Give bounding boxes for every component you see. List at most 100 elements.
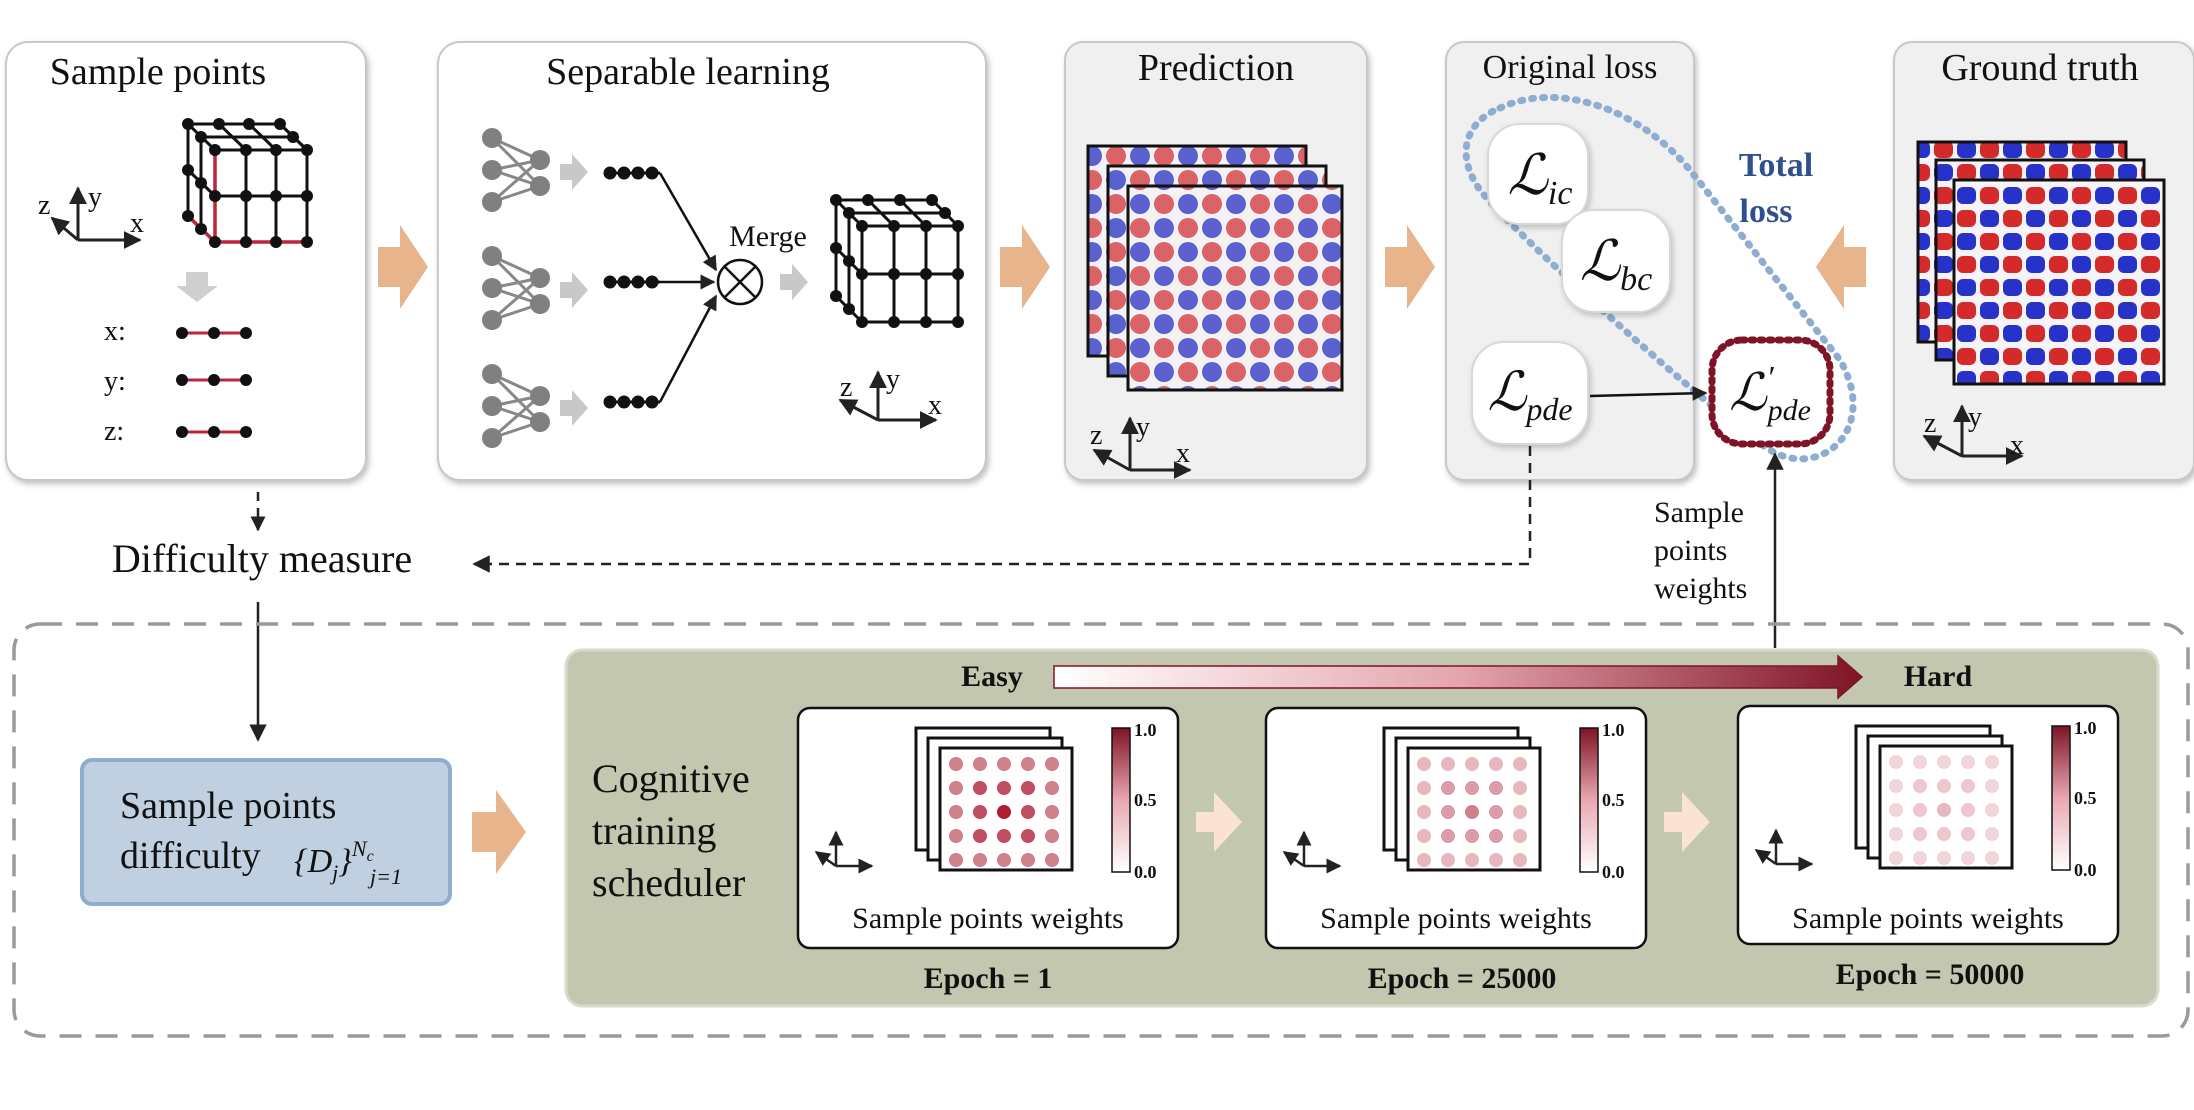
colorbar-tick-max: 1.0 [1134, 720, 1157, 740]
weight-dot [1417, 853, 1431, 867]
colorbar-tick-min: 0.0 [1134, 862, 1157, 882]
weight-dot [1045, 853, 1059, 867]
difficulty-box-line1: Sample points [120, 785, 336, 827]
weight-dot [1441, 853, 1455, 867]
weight-dot [1045, 829, 1059, 843]
sample-points-title: Sample points [50, 51, 266, 93]
weight-dot [1417, 781, 1431, 795]
weights-dot-grid [1889, 755, 1999, 865]
flow-arrow-3 [1385, 225, 1435, 309]
epoch-transition-arrow-2 [1664, 792, 1710, 852]
weight-dot [1465, 757, 1479, 771]
merge-connectors [658, 172, 718, 403]
colorbar-tick-max: 1.0 [1602, 720, 1625, 740]
flow-arrow-1 [378, 225, 428, 309]
row-label-y: y: [104, 366, 126, 397]
colorbar-tick-min: 0.0 [1602, 862, 1625, 882]
weight-dot [1465, 829, 1479, 843]
merge-operator-icon [716, 258, 764, 306]
weight-dot [1441, 805, 1455, 819]
colorbar [2051, 725, 2071, 871]
weight-dot [997, 805, 1011, 819]
weights-panel-caption: Sample points weights [852, 902, 1124, 935]
weight-dot [1417, 757, 1431, 771]
gray-arrow-icons [560, 154, 808, 426]
weight-dot [1489, 781, 1503, 795]
weight-dot [1985, 851, 1999, 865]
prediction-axes-icon [1092, 416, 1192, 479]
ground-truth-axes-icon [1922, 404, 2024, 465]
weight-dot [1937, 827, 1951, 841]
epoch-label: Epoch = 25000 [1368, 962, 1557, 995]
weights-label-line3: weights [1654, 572, 1747, 605]
weight-dot [997, 757, 1011, 771]
epoch-transition-arrow-1 [1196, 792, 1242, 852]
colorbar [1111, 727, 1131, 873]
weight-dot [1889, 827, 1903, 841]
epoch-label: Epoch = 50000 [1836, 958, 2025, 991]
weight-dot [1961, 779, 1975, 793]
weight-dot [1889, 755, 1903, 769]
easy-hard-gradient-arrow [1053, 654, 1864, 700]
weight-dot [997, 853, 1011, 867]
colorbar-tick-mid: 0.5 [2074, 788, 2097, 808]
weights-panel-epoch-50000: 1.0 0.5 0.0 Sample points weights Epoch … [1736, 704, 2120, 991]
hard-label: Hard [1904, 660, 1973, 693]
difficulty-measure-label: Difficulty measure [112, 536, 412, 581]
merge-label: Merge [729, 220, 807, 253]
weight-dot [1465, 805, 1479, 819]
weight-dot [1889, 851, 1903, 865]
weight-dot [1937, 803, 1951, 817]
weight-dot [973, 781, 987, 795]
weight-dot [1513, 757, 1527, 771]
loss-pde-weighted-formula: ℒ′pde [1729, 359, 1811, 427]
sample-points-axis-y: y [88, 182, 102, 213]
weight-dot [1417, 829, 1431, 843]
loss-bc-formula: ℒbc [1580, 231, 1652, 298]
flow-arrow-4 [1816, 225, 1866, 309]
weight-dot [1045, 781, 1059, 795]
weight-dot [949, 853, 963, 867]
weight-dot [1961, 827, 1975, 841]
difficulty-formula: {Dj}Nc [294, 836, 374, 885]
weight-dot [1513, 805, 1527, 819]
weight-dot [1961, 803, 1975, 817]
weight-dot [1045, 757, 1059, 771]
weight-dot [1021, 781, 1035, 795]
sample-points-1d-rows: x: y: z: [104, 316, 252, 447]
total-loss-region [1462, 93, 1857, 463]
weight-dot [1985, 755, 1999, 769]
weight-dot [1513, 853, 1527, 867]
weight-dot [1021, 805, 1035, 819]
weight-dot [1489, 853, 1503, 867]
separable-axis-z: z [840, 372, 852, 403]
weights-axes-icon [814, 830, 874, 874]
weight-dot [1021, 829, 1035, 843]
weights-label-line2: points [1654, 534, 1727, 567]
prediction-title: Prediction [1138, 47, 1294, 89]
weight-dot [1985, 827, 1999, 841]
feature-vectors [603, 166, 660, 409]
weight-dot [973, 805, 987, 819]
weight-dot [997, 781, 1011, 795]
weight-dot [973, 853, 987, 867]
neural-network-icons [480, 128, 552, 450]
weight-dot [1441, 781, 1455, 795]
sample-points-panel: Sample points x y z [5, 41, 367, 481]
sample-points-cube-nodes [182, 118, 313, 248]
loss-ic-bubble: ℒic [1487, 123, 1589, 225]
separable-axis-y: y [886, 364, 900, 395]
weight-dot [1913, 803, 1927, 817]
weight-dot [1513, 829, 1527, 843]
weight-dot [949, 781, 963, 795]
row-label-z: z: [104, 416, 124, 447]
pde-to-difficulty-dashed-arrow [472, 446, 1532, 573]
ground-truth-panel: Ground truth x y z [1893, 41, 2194, 481]
ground-truth-title: Ground truth [1941, 47, 2138, 89]
weight-dot [1913, 755, 1927, 769]
weight-dot [1021, 757, 1035, 771]
weight-dot [1513, 781, 1527, 795]
difficulty-to-scheduler-arrow [472, 790, 526, 874]
weight-dot [997, 829, 1011, 843]
down-arrow-icon [176, 272, 218, 302]
